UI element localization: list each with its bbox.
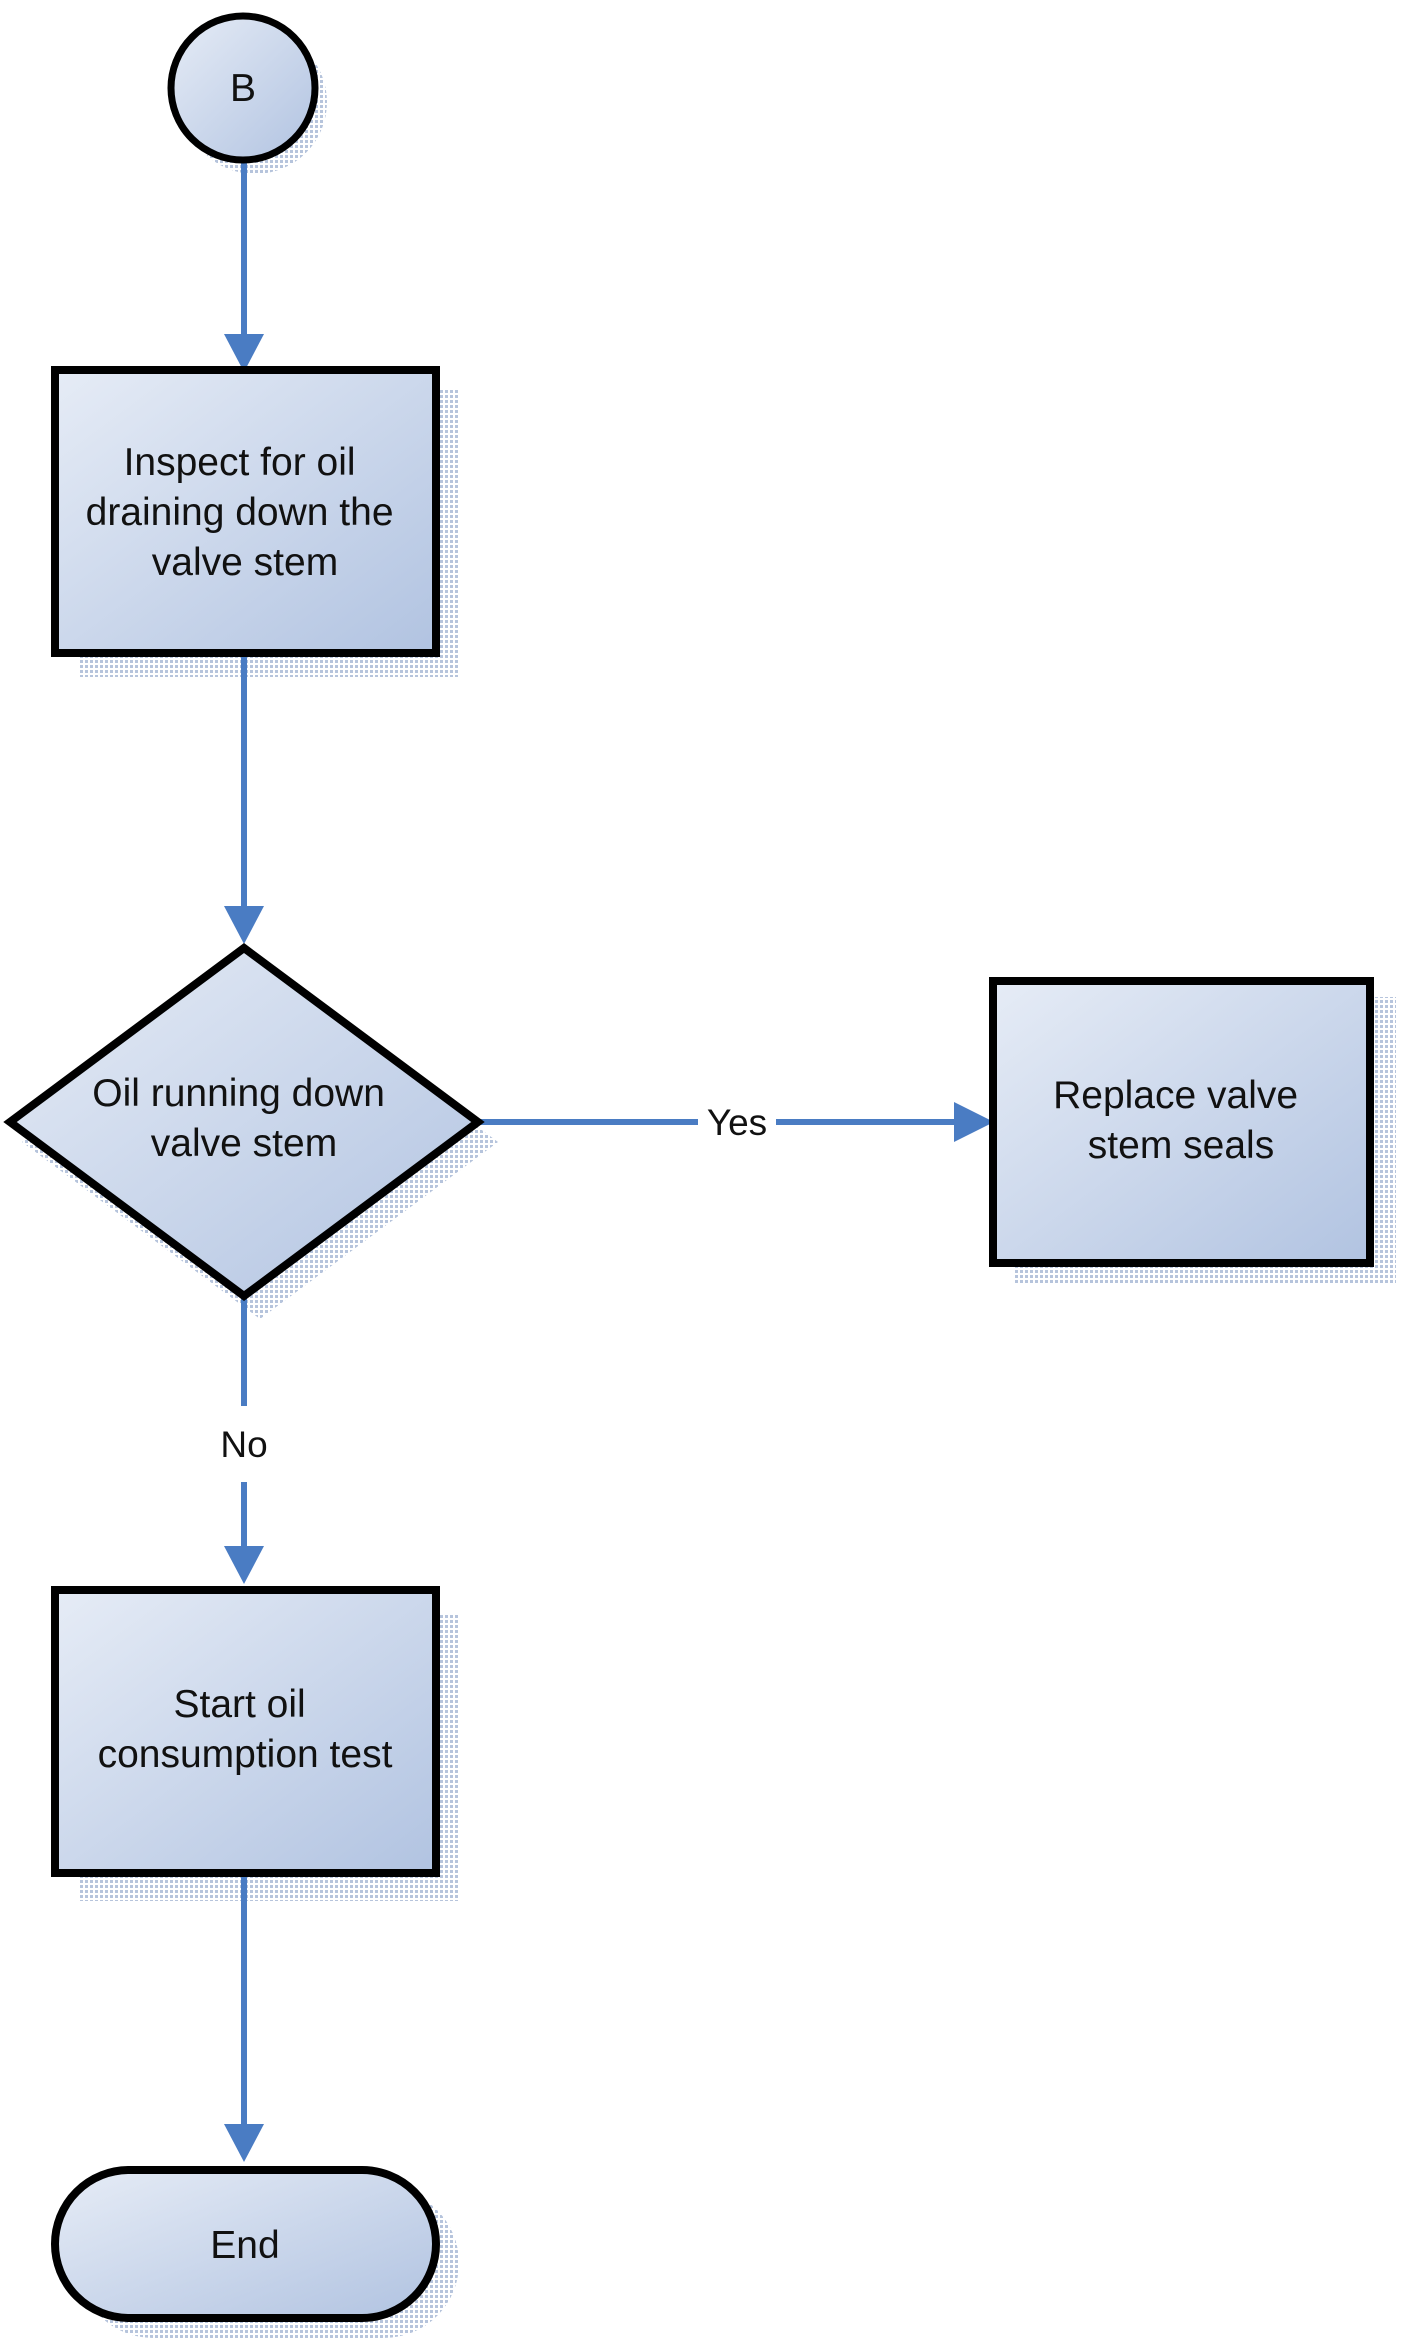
connector-b-label: B <box>230 67 256 110</box>
start-test-line-2: consumption test <box>98 1733 393 1776</box>
replace-label: Replace valve stem seals <box>1053 1074 1309 1167</box>
inspect-line-3: valve stem <box>152 541 338 584</box>
arrowhead-replace <box>954 1102 994 1142</box>
connectors <box>241 162 962 2146</box>
edge-label-yes: Yes <box>707 1102 767 1143</box>
end-node: End <box>51 2166 440 2322</box>
decision-label: Oil running down valve stem <box>92 1072 396 1165</box>
arrowheads <box>224 334 994 2162</box>
arrowhead-inspect <box>224 334 264 372</box>
start-test-node: Start oil consumption test <box>51 1586 440 1877</box>
inspect-node: Inspect for oil draining down the valve … <box>51 366 440 657</box>
decision-line-2: valve stem <box>151 1122 337 1165</box>
inspect-label: Inspect for oil draining down the valve … <box>86 441 405 584</box>
decision-node: Oil running down valve stem <box>3 943 485 1301</box>
edge-label-no: No <box>220 1424 267 1465</box>
arrowhead-decision <box>224 906 264 944</box>
arrowhead-end <box>224 2124 264 2162</box>
decision-line-1: Oil running down <box>92 1072 385 1115</box>
start-test-label: Start oil consumption test <box>98 1683 393 1776</box>
arrowhead-start-test <box>224 1546 264 1584</box>
replace-line-2: stem seals <box>1088 1124 1274 1167</box>
replace-line-1: Replace valve <box>1053 1074 1298 1117</box>
connector-b-node: B <box>167 12 319 164</box>
start-test-line-1: Start oil <box>173 1683 305 1726</box>
end-label: End <box>210 2224 279 2267</box>
inspect-line-2: draining down the <box>86 491 394 534</box>
inspect-line-1: Inspect for oil <box>124 441 356 484</box>
replace-node: Replace valve stem seals <box>989 977 1374 1267</box>
